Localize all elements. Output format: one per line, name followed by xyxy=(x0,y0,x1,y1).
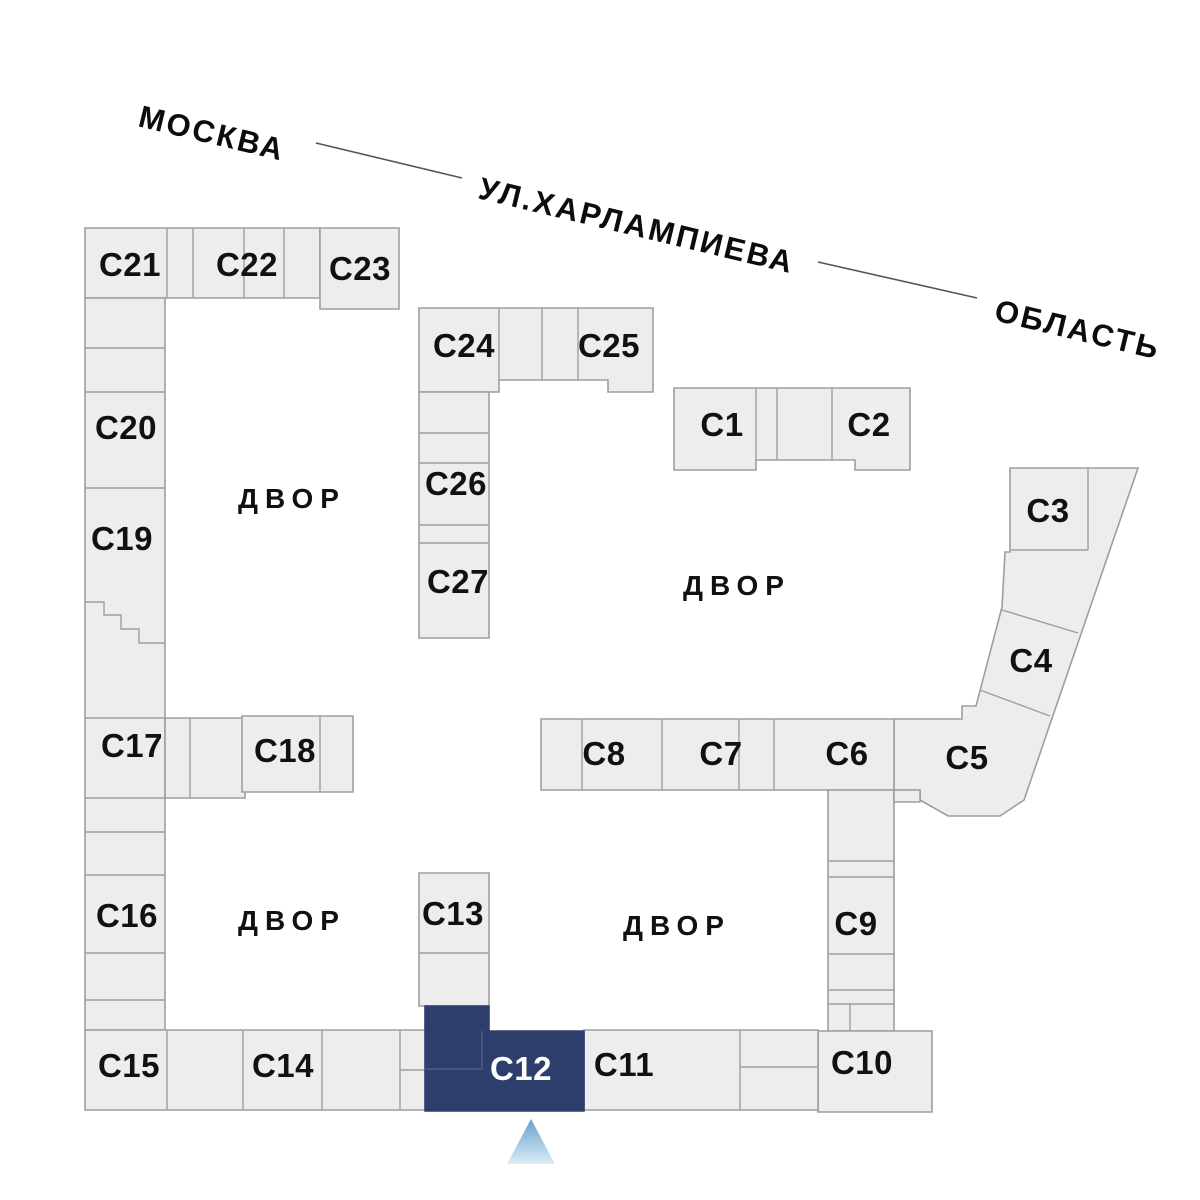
building-label-c10[interactable]: С10 xyxy=(831,1044,893,1081)
building-label-c22[interactable]: С22 xyxy=(216,246,278,283)
courtyard-label-bottom-left: ДВОР xyxy=(238,905,346,936)
building-label-c15[interactable]: С15 xyxy=(98,1047,160,1084)
building-label-c8[interactable]: С8 xyxy=(582,735,625,772)
building-label-c27[interactable]: С27 xyxy=(427,563,489,600)
building-label-c17[interactable]: С17 xyxy=(101,727,163,764)
street-line-left xyxy=(315,142,463,179)
building-label-c1[interactable]: С1 xyxy=(700,406,743,443)
building-label-c21[interactable]: С21 xyxy=(99,246,161,283)
building-label-c4[interactable]: С4 xyxy=(1009,642,1052,679)
building-label-c23[interactable]: С23 xyxy=(329,250,391,287)
building-block-c13[interactable] xyxy=(418,872,490,1007)
courtyard-label-bottom-right: ДВОР xyxy=(623,910,731,941)
building-label-c6[interactable]: С6 xyxy=(825,735,868,772)
street-line-right xyxy=(817,261,978,299)
building-label-c18[interactable]: С18 xyxy=(254,732,316,769)
courtyard-label-right: ДВОР xyxy=(683,570,791,601)
building-label-c14[interactable]: С14 xyxy=(252,1047,314,1084)
courtyard-label-top-left: ДВОР xyxy=(238,483,346,514)
segment-dividers xyxy=(85,228,1089,1110)
building-block-c17-extension[interactable] xyxy=(164,717,246,799)
selected-segment-dividers xyxy=(425,1031,483,1070)
building-block-c23[interactable] xyxy=(319,227,400,310)
building-label-c9[interactable]: С9 xyxy=(834,905,877,942)
building-block-c9-notch[interactable] xyxy=(893,789,921,803)
building-label-c13[interactable]: С13 xyxy=(422,895,484,932)
building-label-c16[interactable]: С16 xyxy=(96,897,158,934)
building-label-c26[interactable]: С26 xyxy=(425,465,487,502)
building-label-c12[interactable]: С12 xyxy=(490,1050,552,1087)
building-label-c11[interactable]: С11 xyxy=(594,1046,654,1083)
building-label-c3[interactable]: С3 xyxy=(1026,492,1069,529)
building-block-c18[interactable] xyxy=(241,715,354,793)
building-label-c24[interactable]: С24 xyxy=(433,327,495,364)
building-label-c19[interactable]: С19 xyxy=(91,520,153,557)
building-label-c5[interactable]: С5 xyxy=(945,739,988,776)
building-label-c20[interactable]: С20 xyxy=(95,409,157,446)
building-label-c25[interactable]: С25 xyxy=(578,327,640,364)
building-label-c2[interactable]: С2 xyxy=(847,406,890,443)
building-block-c26-c27[interactable] xyxy=(418,391,490,639)
building-label-c7[interactable]: С7 xyxy=(699,735,742,772)
building-block-c1-c2[interactable] xyxy=(673,387,911,471)
location-marker-icon xyxy=(507,1119,555,1164)
building-block-c12-selected[interactable] xyxy=(424,1005,585,1112)
